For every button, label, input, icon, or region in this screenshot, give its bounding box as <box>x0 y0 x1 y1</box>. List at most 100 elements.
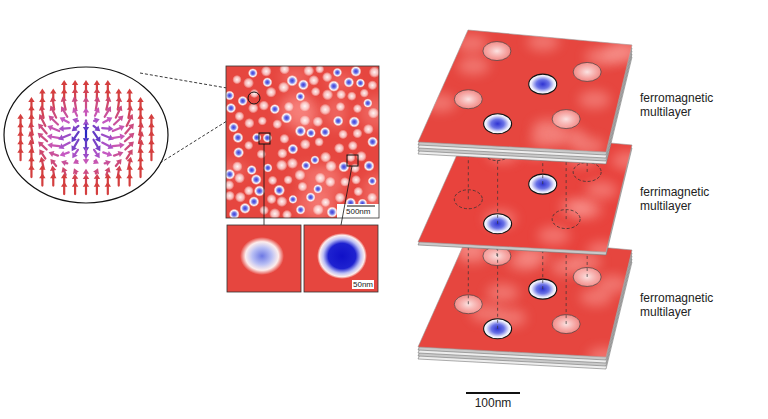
skyrmion-outline <box>552 110 580 129</box>
spin-head <box>72 182 78 187</box>
mfm-frame <box>226 66 379 218</box>
spin-head <box>127 149 132 155</box>
spin-arrow <box>74 187 76 194</box>
spin-arrow <box>19 153 21 160</box>
spin-head <box>148 148 154 153</box>
spin-head <box>28 97 34 102</box>
mfm-bubble <box>268 176 278 186</box>
spin-head <box>61 96 67 102</box>
spin-arrow <box>74 132 78 138</box>
spin-head <box>28 114 34 119</box>
spin-head <box>83 174 89 179</box>
mfm-bubble <box>298 182 308 192</box>
spin-head <box>61 88 67 93</box>
mfm-bubble <box>368 176 377 185</box>
inset-bubble <box>317 233 367 279</box>
mfm-bubble <box>367 80 377 90</box>
mfm-bubble <box>281 112 292 123</box>
mfm-bubble <box>284 102 294 112</box>
mfm-bubble <box>276 196 287 207</box>
mfm-bubble <box>310 155 319 164</box>
spin-head <box>49 151 55 157</box>
mfm-bubble <box>363 98 373 108</box>
mfm-bubble <box>249 196 260 207</box>
skyrmion-blue <box>484 114 512 134</box>
mfm-bubble <box>279 66 290 74</box>
mfm-bubble <box>338 161 349 172</box>
spin-head <box>38 141 44 147</box>
mfm-bubble <box>248 103 258 113</box>
mfm-bubble <box>238 96 248 106</box>
spin-arrow <box>63 143 70 147</box>
spin-head <box>137 97 143 102</box>
mfm-bubble <box>367 136 378 147</box>
mfm-bubble <box>363 124 374 135</box>
layer-texture <box>508 253 540 271</box>
layer-texture <box>585 181 617 199</box>
mfm-bubble <box>313 116 324 127</box>
spin-head <box>95 145 101 151</box>
spin-arrow <box>103 152 107 154</box>
mfm-bubble <box>295 125 306 136</box>
spin-head <box>105 182 111 187</box>
mfm-bubble <box>248 68 258 78</box>
mfm-bubble <box>276 160 287 171</box>
spin-arrow <box>30 170 32 177</box>
spin-arrow <box>103 120 108 123</box>
mfm-bubble <box>233 132 244 143</box>
spin-head <box>39 88 45 93</box>
spin-head <box>138 131 144 137</box>
mfm-bubble <box>258 116 267 125</box>
mfm-bubble <box>254 185 265 196</box>
scale-bar <box>466 392 520 394</box>
scale-label: 100nm <box>475 397 512 411</box>
mfm-bubble <box>226 191 235 201</box>
spin-head <box>50 173 56 178</box>
mfm-bubble <box>346 153 355 162</box>
spin-head <box>72 118 78 124</box>
spin-head <box>28 165 34 170</box>
mfm-bubble <box>251 174 262 185</box>
spin-head <box>116 97 122 102</box>
spin-head <box>118 116 124 122</box>
spin-arrow <box>150 153 152 160</box>
layer-face <box>418 30 632 152</box>
spin-arrow <box>113 128 120 131</box>
spin-arrow <box>118 178 120 185</box>
spin-arrow <box>76 126 79 128</box>
spin-head <box>105 160 111 166</box>
spin-arrow <box>102 135 109 138</box>
spin-arrow <box>75 150 78 154</box>
mfm-bubble <box>239 203 250 214</box>
spin-head <box>138 122 144 128</box>
spin-arrow <box>85 113 87 116</box>
spin-head <box>47 142 52 148</box>
mfm-bubble <box>311 87 321 97</box>
layer-texture <box>554 128 586 146</box>
spin-head <box>116 165 122 170</box>
spin-head <box>94 118 100 124</box>
spin-arrow <box>129 178 131 185</box>
mfm-bubble <box>263 163 272 172</box>
spin-head <box>17 114 23 119</box>
spin-head <box>148 122 154 127</box>
mfm-bubble <box>294 170 305 181</box>
mfm-bubble <box>353 104 362 113</box>
mfm-bubble <box>338 130 348 140</box>
spin-head <box>126 88 132 93</box>
spin-arrow <box>116 163 119 166</box>
spin-head <box>61 106 66 112</box>
spin-head <box>72 174 78 179</box>
spin-arrow <box>94 140 98 147</box>
mfm-bubble <box>333 68 343 78</box>
marker-square <box>347 155 358 166</box>
spin-head <box>39 149 44 155</box>
mfm-bubble <box>261 66 272 77</box>
layer-texture <box>560 198 592 216</box>
mfm-bubble <box>288 144 299 155</box>
spin-head <box>47 125 53 131</box>
spin-head <box>72 97 78 102</box>
spin-arrow <box>94 126 97 128</box>
mfm-bubble <box>336 90 346 100</box>
mfm-bubble <box>322 72 332 82</box>
